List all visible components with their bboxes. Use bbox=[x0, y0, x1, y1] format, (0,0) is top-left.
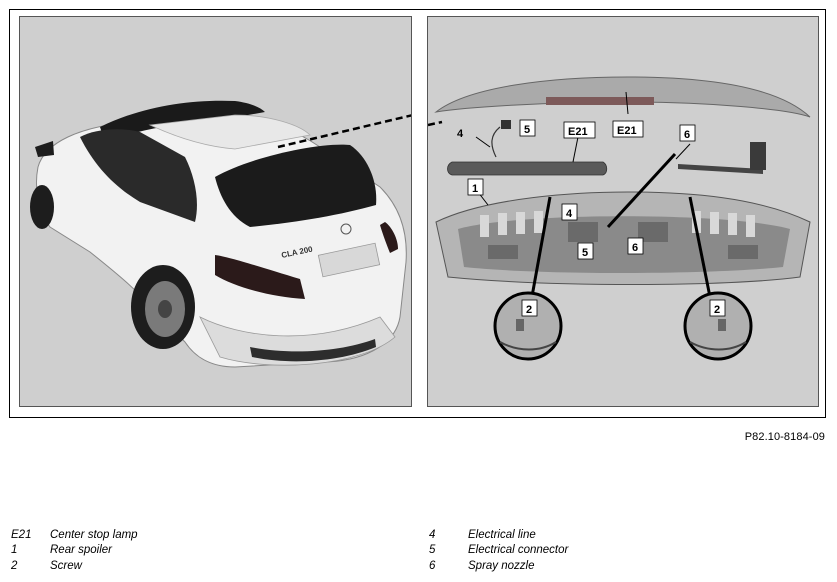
legend-description: Center stop lamp bbox=[50, 528, 138, 541]
legend-code: 1 bbox=[11, 544, 18, 557]
car-photo-panel: CLA 200 bbox=[19, 16, 412, 407]
legend-item: 2 Screw bbox=[11, 558, 138, 574]
legend-description: Electrical line bbox=[468, 528, 536, 541]
legend-item: 6 Spray nozzle bbox=[429, 558, 568, 574]
callout-6-detail: 6 bbox=[632, 242, 638, 254]
legend-item: 1 Rear spoiler bbox=[11, 543, 138, 559]
legend-item: 5 Electrical connector bbox=[429, 543, 568, 559]
callout-2-left: 2 bbox=[526, 304, 532, 316]
legend-description: Screw bbox=[50, 559, 82, 572]
legend-item: 4 Electrical line bbox=[429, 527, 568, 543]
legend-code: 5 bbox=[429, 544, 436, 557]
legend-description: Rear spoiler bbox=[50, 544, 112, 557]
callout-5: 5 bbox=[524, 124, 530, 136]
spoiler-illustration: 4 5 E21 E21 6 1 4 5 6 2 2 bbox=[428, 76, 811, 361]
callout-e21-lamp: E21 bbox=[568, 126, 588, 138]
callout-4-detail: 4 bbox=[566, 208, 573, 220]
car-illustration: CLA 200 bbox=[30, 100, 411, 368]
legend-code: 4 bbox=[429, 528, 436, 541]
legend-left: E21 Center stop lamp 1 Rear spoiler 2 Sc… bbox=[11, 527, 138, 574]
callout-6: 6 bbox=[684, 129, 690, 141]
legend-code: 6 bbox=[429, 559, 436, 572]
legend-code: E21 bbox=[11, 528, 32, 541]
callout-4: 4 bbox=[457, 128, 464, 140]
figure-reference: P82.10-8184-09 bbox=[744, 431, 825, 443]
callout-2-right: 2 bbox=[714, 304, 720, 316]
legend-code: 2 bbox=[11, 559, 18, 572]
callout-e21-spoiler: E21 bbox=[617, 125, 637, 137]
legend-description: Spray nozzle bbox=[468, 559, 535, 572]
legend-right: 4 Electrical line 5 Electrical connector… bbox=[429, 527, 568, 574]
callout-1: 1 bbox=[472, 183, 478, 195]
spoiler-parts-panel: 4 5 E21 E21 6 1 4 5 6 2 2 bbox=[427, 16, 819, 407]
legend-description: Electrical connector bbox=[468, 544, 569, 557]
callout-5-detail: 5 bbox=[582, 247, 588, 259]
legend-item: E21 Center stop lamp bbox=[11, 527, 138, 543]
